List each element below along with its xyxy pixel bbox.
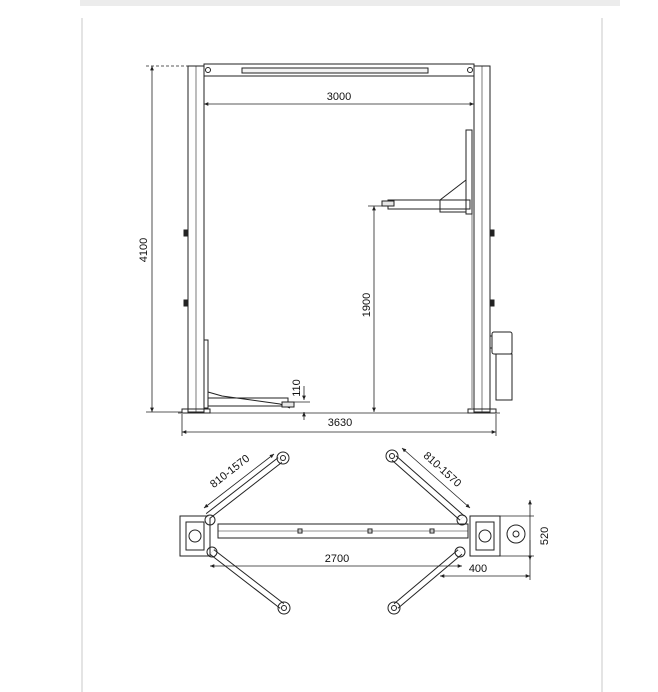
plan-right-base (469, 515, 501, 557)
dim-overall-width (181, 414, 497, 436)
dim-top-width (203, 76, 475, 108)
front-view (178, 63, 513, 414)
left-carriage (203, 339, 209, 409)
plan-power-unit (506, 524, 526, 544)
dim-base-depth-label: 520 (539, 527, 551, 545)
dim-base-offset-label: 400 (469, 563, 487, 575)
dim-min-height-label: 110 (291, 379, 303, 397)
plan-left-lower-arm (206, 546, 291, 615)
dim-lift-height (368, 205, 390, 412)
dim-overall-height-label: 4100 (138, 238, 150, 262)
dim-base-depth (500, 500, 534, 560)
dim-top-width-label: 3000 (327, 91, 351, 103)
power-unit (490, 331, 513, 401)
dim-arm-left (203, 453, 275, 509)
dim-min-height (292, 386, 310, 420)
right-arm-high (387, 199, 471, 210)
dim-arm-right (401, 447, 471, 509)
dim-overall-height (146, 65, 188, 413)
right-carriage (465, 129, 473, 215)
dim-lift-height-label: 1900 (361, 293, 373, 317)
dim-post-spacing-label: 2700 (325, 553, 349, 565)
plan-left-base (179, 515, 211, 557)
plan-right-lower-arm (387, 546, 466, 615)
top-shadow (80, 0, 620, 6)
dim-overall-width-label: 3630 (328, 417, 352, 429)
top-beam (203, 63, 475, 77)
